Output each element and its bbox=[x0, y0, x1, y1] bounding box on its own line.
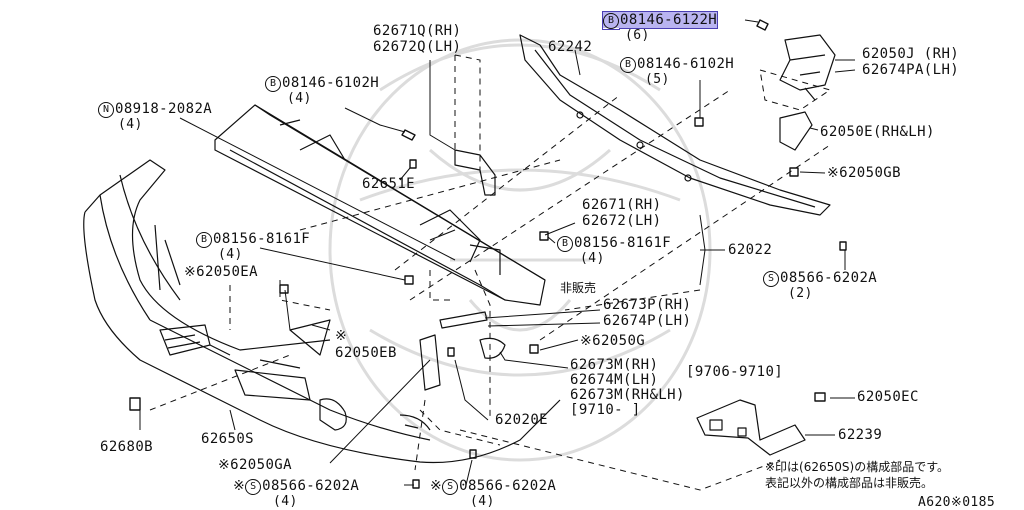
part-label-62239[interactable]: 62239 bbox=[838, 427, 883, 443]
screw-s-symbol: S bbox=[763, 271, 779, 287]
note-line-2: 表記以外の構成部品は非販売。 bbox=[765, 476, 934, 490]
date-range-9710: [9710- ] bbox=[570, 402, 641, 418]
kome-mark: ※ bbox=[580, 333, 593, 349]
part-qty: (4) bbox=[470, 494, 495, 509]
part-label-62050EB[interactable]: 62050EB bbox=[335, 345, 397, 361]
part-label-62673P[interactable]: 62673P(RH) bbox=[603, 297, 692, 313]
kome-mark: ※ bbox=[430, 478, 443, 494]
part-label-62020E[interactable]: 62020E bbox=[495, 412, 548, 428]
part-label-62050E[interactable]: 62050E(RH&LH) bbox=[820, 124, 935, 140]
part-qty: (4) bbox=[580, 251, 605, 266]
part-label-62050GA[interactable]: ※62050GA bbox=[218, 457, 292, 473]
kome-mark: ※ bbox=[233, 478, 246, 494]
part-qty: (4) bbox=[118, 117, 143, 132]
part-label-62671[interactable]: 62671(RH) bbox=[582, 197, 662, 213]
figure-code: A620※0185 bbox=[918, 495, 996, 510]
bracket-62673M bbox=[479, 337, 506, 359]
part-qty: (4) bbox=[218, 247, 243, 262]
bolt-b-symbol: B bbox=[265, 76, 281, 92]
stay-62671Q bbox=[454, 149, 496, 196]
part-qty: (6) bbox=[625, 28, 650, 43]
part-qty: (4) bbox=[287, 91, 312, 106]
note-line-1: ※印は(62650S)の構成部品です。 bbox=[765, 460, 950, 474]
not-sold-label: 非販売 bbox=[560, 281, 597, 295]
kome-mark: ※ bbox=[335, 328, 348, 344]
part-label-62050J[interactable]: 62050J (RH) bbox=[862, 46, 960, 62]
part-label-62674P[interactable]: 62674P(LH) bbox=[603, 313, 692, 329]
upper-retainer-62242 bbox=[519, 34, 831, 216]
part-label-62651E[interactable]: 62651E bbox=[362, 176, 415, 192]
bracket-62050J bbox=[779, 34, 836, 101]
part-label-62680B[interactable]: 62680B bbox=[100, 439, 153, 455]
part-qty: (4) bbox=[273, 494, 298, 509]
part-label-62672[interactable]: 62672(LH) bbox=[582, 213, 662, 229]
leader-lines bbox=[139, 19, 856, 486]
bolt-b-symbol: B bbox=[620, 57, 636, 73]
dashed-guides bbox=[149, 54, 832, 491]
part-label-62022[interactable]: 62022 bbox=[728, 242, 773, 258]
bracket-62050E bbox=[779, 111, 813, 151]
bolt-b-symbol: B bbox=[557, 236, 573, 252]
screw-s-symbol: S bbox=[442, 479, 459, 495]
part-label-62050EC[interactable]: 62050EC bbox=[857, 389, 919, 405]
bumper-fascia-62650S bbox=[83, 159, 561, 464]
part-label-62650S[interactable]: 62650S bbox=[201, 431, 254, 447]
kome-mark: ※ bbox=[184, 264, 197, 280]
part-label-62050EA[interactable]: ※62050EA bbox=[184, 264, 258, 280]
bracket-62239 bbox=[696, 399, 806, 456]
part-label-62673M-rhlh[interactable]: 62673M(RH&LH) bbox=[570, 387, 685, 403]
date-range-9706-9710: [9706-9710] bbox=[686, 364, 784, 380]
bolt-b-symbol: B bbox=[196, 232, 212, 248]
part-label-62674PA[interactable]: 62674PA(LH) bbox=[862, 62, 960, 78]
kome-mark: ※ bbox=[218, 457, 231, 473]
part-label-62674M[interactable]: 62674M(LH) bbox=[570, 372, 659, 388]
kome-mark: ※ bbox=[827, 165, 840, 181]
bolt-b-symbol: B bbox=[603, 13, 619, 29]
part-label-62673M[interactable]: 62673M(RH) bbox=[570, 357, 659, 373]
part-label-62671Q[interactable]: 62671Q(RH) bbox=[373, 23, 462, 39]
nut-n-symbol: N bbox=[98, 102, 114, 118]
part-label-62242[interactable]: 62242 bbox=[548, 39, 593, 55]
part-qty: (5) bbox=[645, 72, 670, 87]
part-qty: (2) bbox=[788, 286, 813, 301]
bumper-reinforcement-62022 bbox=[214, 104, 546, 306]
part-label-62050GB[interactable]: ※62050GB bbox=[827, 165, 901, 181]
bracket-62673P bbox=[419, 311, 488, 391]
part-label-62672Q[interactable]: 62672Q(LH) bbox=[373, 39, 462, 55]
part-label-62050G[interactable]: ※62050G bbox=[580, 333, 646, 349]
screw-s-symbol: S bbox=[245, 479, 262, 495]
